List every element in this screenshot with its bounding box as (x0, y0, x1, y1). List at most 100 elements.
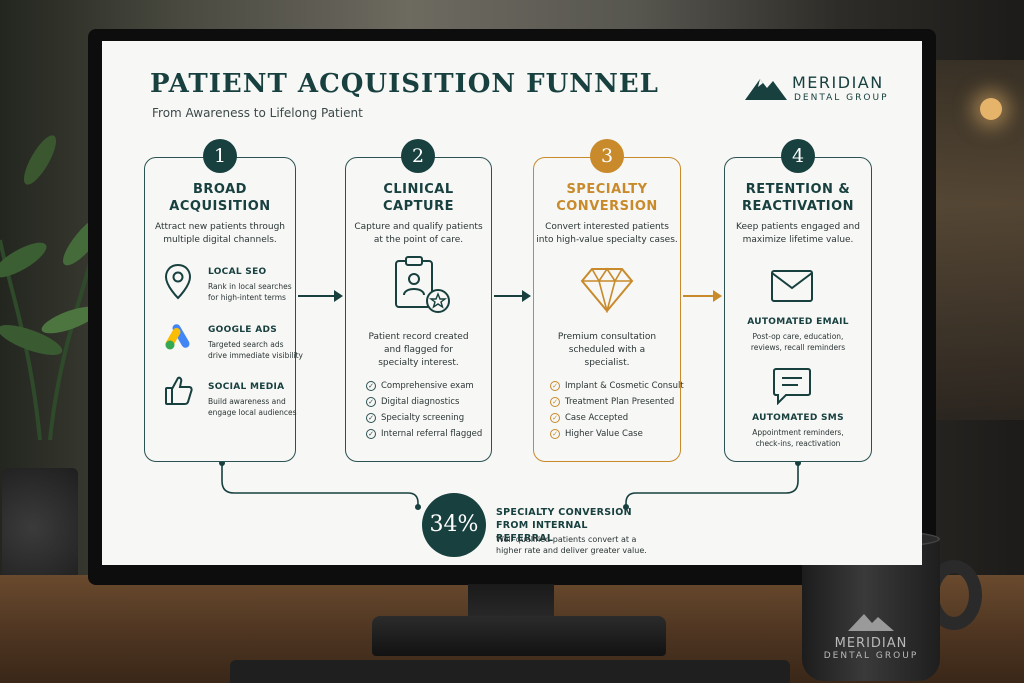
stage-title-line: CLINICAL (345, 181, 492, 198)
stage-description-line: multiple digital channels. (144, 234, 296, 247)
stage-title-line: RETENTION & (724, 181, 872, 198)
stage-title-line: REACTIVATION (724, 198, 872, 215)
stat-description-line: Well-qualified patients convert at a (496, 534, 656, 545)
monitor-stand-base (372, 616, 666, 656)
checklist-label: Treatment Plan Presented (565, 397, 674, 407)
stage-description: Attract new patients through multiple di… (144, 221, 296, 247)
check-circle-icon: ✓ (550, 397, 560, 407)
check-circle-icon: ✓ (550, 381, 560, 391)
checklist-label: Internal referral flagged (381, 429, 482, 439)
channel-title: LOCAL SEO (208, 267, 266, 277)
channel-description-line: reviews, recall reminders (724, 342, 872, 353)
stage-number-badge: 2 (401, 139, 435, 173)
stage-description-line: at the point of care. (345, 234, 492, 247)
channel-description: Appointment reminders, check-ins, reacti… (724, 427, 872, 449)
stage-description: Keep patients engaged and maximize lifet… (724, 221, 872, 247)
stage-title: CLINICAL CAPTURE (345, 181, 492, 215)
channel-description-line: for high-intent terms (208, 292, 292, 303)
location-pin-icon (164, 263, 192, 301)
mug-logo: MERIDIAN DENTAL GROUP (812, 610, 930, 661)
channel-title: AUTOMATED EMAIL (724, 317, 872, 327)
checklist-label: Case Accepted (565, 413, 628, 423)
mug-logo-sub: DENTAL GROUP (812, 651, 930, 661)
stage-number-badge: 4 (781, 139, 815, 173)
channel-description-line: Rank in local searches (208, 281, 292, 292)
stage-note-line: specialist. (533, 357, 681, 370)
checklist-item: ✓ Case Accepted (550, 413, 628, 423)
conversion-stat-value: 34% (422, 493, 486, 557)
channel-description-line: Build awareness and (208, 396, 297, 407)
mug-logo-name: MERIDIAN (835, 636, 908, 651)
checklist-item: ✓ Digital diagnostics (366, 397, 459, 407)
stage-number-badge: 1 (203, 139, 237, 173)
channel-description-line: Targeted search ads (208, 339, 303, 350)
channel-description: Targeted search ads drive immediate visi… (208, 339, 303, 361)
checklist-item: ✓ Higher Value Case (550, 429, 643, 439)
check-circle-icon: ✓ (366, 429, 376, 439)
stage-title-line: CONVERSION (533, 198, 681, 215)
check-circle-icon: ✓ (366, 397, 376, 407)
conversion-stat-description: Well-qualified patients convert at a hig… (496, 534, 656, 556)
channel-description: Build awareness and engage local audienc… (208, 396, 297, 418)
stage-title-line: BROAD (144, 181, 296, 198)
stage-note-line: Patient record created (345, 331, 492, 344)
stage-description-line: into high-value specialty cases. (533, 234, 681, 247)
checklist-label: Comprehensive exam (381, 381, 474, 391)
mountain-logo-icon (846, 610, 896, 632)
checklist-label: Higher Value Case (565, 429, 643, 439)
stage-description: Capture and qualify patients at the poin… (345, 221, 492, 247)
checklist-item: ✓ Internal referral flagged (366, 429, 482, 439)
infographic-screen: PATIENT ACQUISITION FUNNEL From Awarenes… (102, 41, 922, 565)
stage-note-line: Premium consultation (533, 331, 681, 344)
check-circle-icon: ✓ (366, 381, 376, 391)
stage-note-line: and flagged for (345, 344, 492, 357)
check-circle-icon: ✓ (550, 429, 560, 439)
stage-title: SPECIALTY CONVERSION (533, 181, 681, 215)
checklist-item: ✓ Implant & Cosmetic Consult (550, 381, 684, 391)
channel-description: Rank in local searches for high-intent t… (208, 281, 292, 303)
thumbs-up-icon (164, 375, 194, 407)
background-light (980, 98, 1002, 120)
channel-title: AUTOMATED SMS (724, 413, 872, 423)
checklist-item: ✓ Specialty screening (366, 413, 464, 423)
keyboard (230, 660, 790, 683)
channel-title: SOCIAL MEDIA (208, 382, 284, 392)
stage-note-line: specialty interest. (345, 357, 492, 370)
check-circle-icon: ✓ (550, 413, 560, 423)
flow-arrow (683, 295, 715, 297)
stat-description-line: higher rate and deliver greater value. (496, 545, 656, 556)
envelope-icon (770, 269, 814, 303)
stage-description-line: Convert interested patients (533, 221, 681, 234)
checklist-item: ✓ Treatment Plan Presented (550, 397, 674, 407)
stage-description-line: Capture and qualify patients (345, 221, 492, 234)
channel-description-line: check-ins, reactivation (724, 438, 872, 449)
flow-arrow (298, 295, 336, 297)
stage-title-line: SPECIALTY (533, 181, 681, 198)
stage-note-line: scheduled with a (533, 344, 681, 357)
stage-number-badge: 3 (590, 139, 624, 173)
stage-description-line: Keep patients engaged and (724, 221, 872, 234)
channel-description-line: Post-op care, education, (724, 331, 872, 342)
google-ads-icon (164, 321, 194, 351)
checklist-item: ✓ Comprehensive exam (366, 381, 474, 391)
channel-title: GOOGLE ADS (208, 325, 277, 335)
checklist-label: Implant & Cosmetic Consult (565, 381, 684, 391)
stage-note: Patient record created and flagged for s… (345, 331, 492, 370)
checklist-label: Specialty screening (381, 413, 464, 423)
check-circle-icon: ✓ (366, 413, 376, 423)
stage-note: Premium consultation scheduled with a sp… (533, 331, 681, 370)
stage-description: Convert interested patients into high-va… (533, 221, 681, 247)
channel-description-line: Appointment reminders, (724, 427, 872, 438)
clipboard-patient-icon (392, 255, 454, 317)
chat-bubble-icon (772, 367, 812, 405)
channel-description-line: engage local audiences (208, 407, 297, 418)
diamond-icon (580, 267, 634, 313)
checklist-label: Digital diagnostics (381, 397, 459, 407)
stage-description-line: Attract new patients through (144, 221, 296, 234)
channel-description: Post-op care, education, reviews, recall… (724, 331, 872, 353)
stage-title-line: CAPTURE (345, 198, 492, 215)
stat-title-line: SPECIALTY CONVERSION (496, 506, 636, 519)
stage-title: RETENTION & REACTIVATION (724, 181, 872, 215)
channel-description-line: drive immediate visibility (208, 350, 303, 361)
flow-arrow (494, 295, 524, 297)
